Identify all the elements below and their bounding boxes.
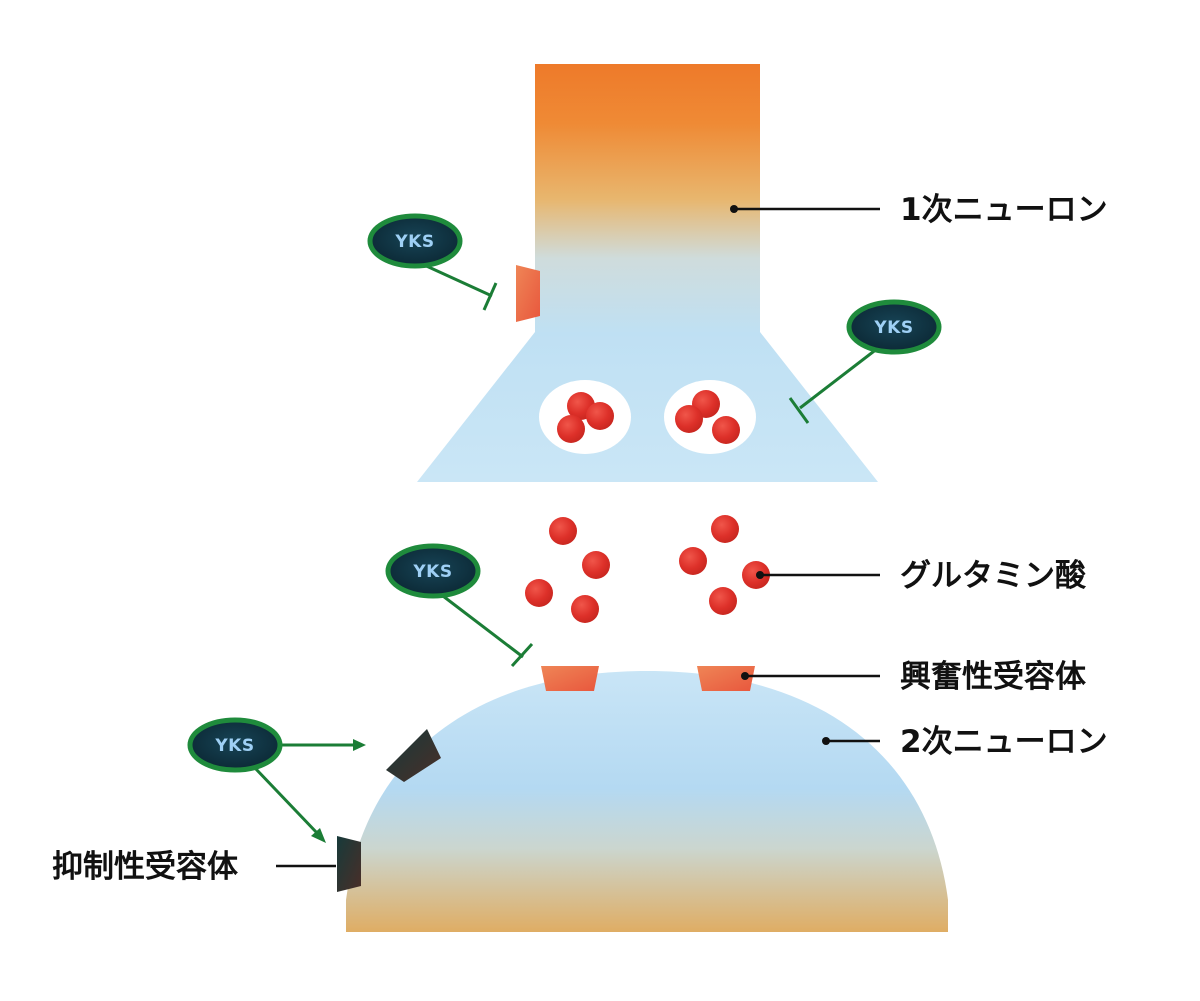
glutamate-in-vesicle (557, 415, 585, 443)
glutamate-molecule (582, 551, 610, 579)
yks-badge-top-left: YKS (367, 213, 463, 269)
arrow-head-icon (353, 739, 366, 751)
glutamate-in-vesicle (586, 402, 614, 430)
glutamate-molecule (711, 515, 739, 543)
label-inhibitory-receptor: 抑制性受容体 (52, 849, 336, 885)
label-text: グルタミン酸 (900, 558, 1087, 594)
glutamate-molecule (709, 587, 737, 615)
glutamate-molecule (525, 579, 553, 607)
label-text: 2次ニューロン (900, 724, 1108, 760)
yks-badge-bottom-left: YKS (187, 717, 283, 773)
yks-label: YKS (394, 232, 434, 252)
yks-inhibit-line (421, 262, 493, 298)
primary-neuron (417, 64, 878, 482)
label-secondary-neuron: 2次ニューロン (822, 724, 1108, 760)
yks-label: YKS (214, 736, 254, 756)
yks-inhibit-line (438, 591, 524, 659)
label-primary-neuron: 1次ニューロン (730, 192, 1108, 228)
label-excitatory-receptor: 興奮性受容体 (741, 659, 1086, 695)
glutamate-molecule (571, 595, 599, 623)
secondary-neuron-body (346, 671, 948, 932)
yks-inhibit-bar (482, 282, 498, 311)
yks-inhibit-bar (510, 642, 534, 668)
yks-label: YKS (873, 318, 913, 338)
primary-neuron-terminal (417, 332, 878, 482)
presynaptic-receptor (516, 265, 540, 322)
label-text: 抑制性受容体 (52, 849, 238, 885)
glutamate-molecule (679, 547, 707, 575)
released-glutamate (525, 515, 770, 623)
yks-badge-middle-left: YKS (385, 543, 481, 599)
label-text: 興奮性受容体 (900, 659, 1086, 695)
arrow-head-icon (311, 828, 326, 843)
excitatory-receptor-left (541, 666, 599, 691)
inhibitory-receptor-upper (386, 729, 441, 782)
label-text: 1次ニューロン (900, 192, 1108, 228)
yks-inhibit-bar (788, 397, 810, 424)
glutamate-molecule (549, 517, 577, 545)
yks-activate-line (253, 766, 320, 836)
glutamate-in-vesicle (712, 416, 740, 444)
glutamate-in-vesicle (675, 405, 703, 433)
yks-badge-right: YKS (846, 299, 942, 355)
primary-neuron-axon (535, 64, 760, 334)
inhibitory-receptor-lower (337, 836, 361, 892)
excitatory-receptor-right (697, 666, 755, 691)
yks-connectors (253, 262, 883, 843)
secondary-neuron (337, 666, 948, 932)
label-glutamate: グルタミン酸 (756, 558, 1087, 594)
yks-inhibit-line (799, 343, 883, 410)
yks-label: YKS (412, 562, 452, 582)
